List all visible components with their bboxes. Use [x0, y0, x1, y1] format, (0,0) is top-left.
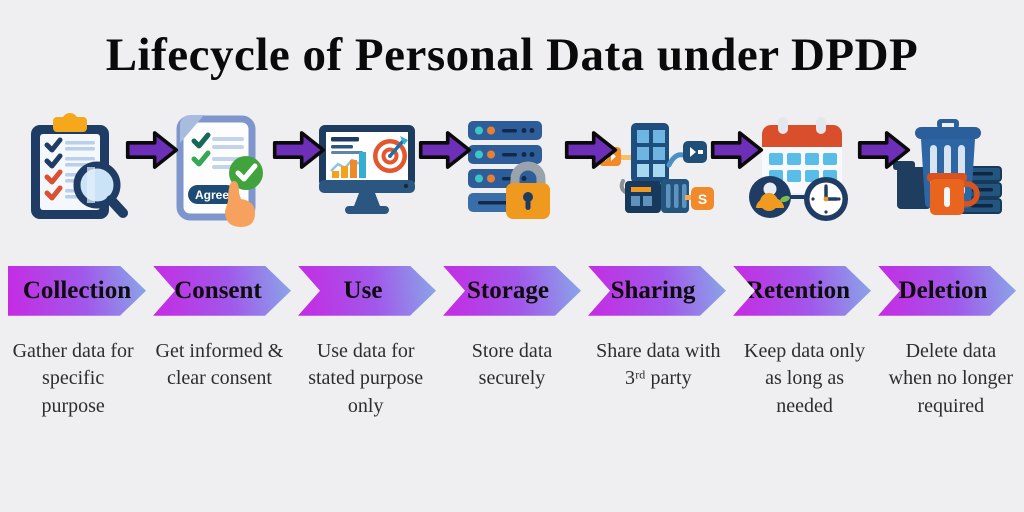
clock-icon: [804, 176, 849, 221]
stage-label: Retention: [745, 276, 851, 304]
monitor-analytics-target-icon: [318, 124, 415, 214]
calendar-icon: [762, 116, 843, 193]
page-title: Lifecycle of Personal Data under DPDP: [105, 29, 919, 81]
flow-arrow: [857, 129, 911, 171]
padlock-icon: [505, 161, 550, 219]
stage-label: Sharing: [610, 276, 696, 304]
flow-arrow: [564, 129, 618, 171]
agree-button-label: Agree: [195, 188, 229, 202]
stage-description-use: Use data for stated purpose only: [308, 339, 424, 417]
stage-banner-consent: Consent: [153, 266, 291, 316]
flow-arrow: [418, 129, 472, 171]
stage-banner-sharing: Sharing: [588, 266, 726, 316]
server-stack-padlock-icon: [467, 120, 550, 219]
right-arrow-icon: [272, 130, 325, 169]
right-arrow-icon: [418, 130, 471, 169]
trash-bin-servers-icon: [893, 118, 1003, 215]
stage-label: Storage: [467, 276, 549, 304]
stage-label: Use: [343, 276, 383, 304]
flow-arrow: [272, 129, 326, 171]
stage-description-deletion: Delete data when no longer required: [888, 339, 1014, 417]
stage-description-storage: Store data securely: [471, 339, 553, 390]
stage-banner-row: Collection Consent Use Storage Sharing R…: [0, 266, 1024, 316]
stage-label: Collection: [22, 276, 132, 304]
person-avatar-icon: [749, 175, 792, 218]
right-arrow-icon: [565, 130, 618, 169]
document-agree-check-icon: Agree: [176, 114, 263, 227]
stage-icon-cell-storage: [439, 88, 584, 250]
clipboard-checklist-magnifier-icon: [30, 112, 128, 219]
magnifier-glass-icon: [73, 161, 128, 218]
stage-description-row: Gather data for specific purpose Get inf…: [0, 338, 1024, 421]
agree-button: [187, 184, 236, 204]
stage-banner-retention: Retention: [733, 266, 871, 316]
right-arrow-icon: [857, 130, 910, 169]
stage-description-retention: Keep data only as long as needed: [744, 339, 866, 417]
stage-banner-deletion: Deletion: [878, 266, 1016, 316]
stage-banner-collection: Collection: [8, 266, 146, 316]
stage-icon-cell-retention: [730, 88, 875, 250]
right-arrow-icon: [126, 130, 179, 169]
stage-description-consent: Get informed & clear consent: [155, 339, 284, 390]
stage-label: Deletion: [898, 276, 988, 304]
flow-arrow: [710, 129, 764, 171]
stage-banner-use: Use: [298, 266, 436, 316]
right-arrow-icon: [711, 130, 764, 169]
calendar-clock-person-icon: [749, 116, 849, 221]
stage-icon-cell-use: [294, 88, 439, 250]
hand-cursor-icon: [224, 180, 255, 227]
flow-arrow: [125, 129, 179, 171]
share-node-label: S: [698, 191, 707, 207]
stage-description-collection: Gather data for specific purpose: [12, 339, 134, 417]
stage-banner-storage: Storage: [443, 266, 581, 316]
stage-label: Consent: [174, 276, 262, 304]
stage-icon-cell-collection: [4, 88, 149, 250]
stage-icon-cell-consent: Agree: [149, 88, 294, 250]
bar-chart-icon: [331, 151, 366, 178]
stage-icon-cell-deletion: [875, 88, 1020, 250]
green-check-badge-icon: [228, 155, 263, 190]
stage-description-sharing: Share data with 3ʳᵈ party: [596, 339, 721, 390]
shred-bucket-icon: [927, 172, 981, 215]
target-dart-icon: [372, 135, 408, 173]
share-node-icon: [691, 186, 715, 210]
stage-icons-row: Agree: [0, 88, 1024, 250]
